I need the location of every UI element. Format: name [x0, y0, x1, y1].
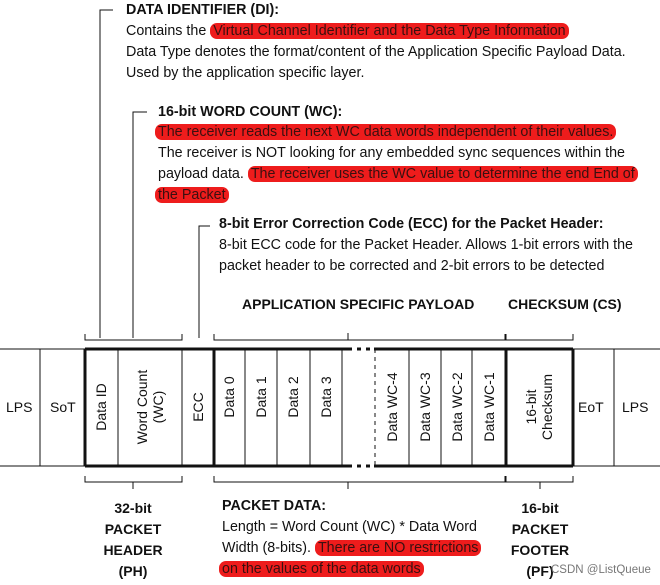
checksum-line1: 16-bit	[523, 389, 539, 425]
packet-header-l4: (PH)	[118, 563, 148, 579]
packet-data-line2-text: Width (8-bits).	[222, 540, 315, 556]
header-bottom-brace	[84, 476, 183, 483]
payload-top-brace	[213, 334, 506, 341]
packet-data-line2: Width (8-bits). There are NO restriction…	[222, 538, 482, 559]
packet-header-l2: PACKET	[104, 521, 162, 537]
data-wc1-field: Data WC-1	[481, 372, 497, 442]
ecc-field: ECC	[190, 392, 206, 422]
wc-highlight-3: the Packet	[155, 187, 229, 203]
packet-data-line1: Length = Word Count (WC) * Data Word	[222, 519, 477, 535]
ecc-heading: 8-bit Error Correction Code (ECC) for th…	[219, 216, 604, 232]
packet-footer-l1: 16-bit	[521, 500, 559, 516]
data2-field: Data 2	[285, 376, 301, 418]
checksum-section-title: CHECKSUM (CS)	[508, 296, 622, 312]
data1-field: Data 1	[253, 376, 269, 418]
data-id-field: Data ID	[93, 383, 109, 431]
data-wc3-field: Data WC-3	[417, 372, 433, 442]
wc-heading: 16-bit WORD COUNT (WC):	[158, 104, 343, 120]
di-line3: Used by the application specific layer.	[126, 65, 365, 81]
packet-footer-label: 16-bit PACKET FOOTER (PF)	[509, 498, 571, 582]
ecc-line1: 8-bit ECC code for the Packet Header. Al…	[219, 237, 634, 253]
data-wc4-field: Data WC-4	[384, 372, 400, 442]
data3-field: Data 3	[318, 376, 334, 418]
footer-bottom-brace	[505, 476, 574, 483]
packet-data-highlight-2: on the values of the data words	[219, 561, 424, 577]
packet-footer-l3: FOOTER	[510, 542, 570, 558]
word-count-line2: (WC)	[150, 390, 166, 424]
wc-line1: The receiver reads the next WC data word…	[155, 122, 617, 143]
di-highlight: Virtual Channel Identifier and the Data …	[210, 23, 569, 39]
packet-footer-l2: PACKET	[511, 521, 569, 537]
di-heading: DATA IDENTIFIER (DI):	[126, 2, 280, 18]
lps-left-label: LPS	[6, 399, 33, 415]
checksum-line2: Checksum	[539, 373, 555, 441]
wc-callout-line	[132, 111, 147, 338]
payload-section-title: APPLICATION SPECIFIC PAYLOAD	[242, 296, 475, 312]
header-top-brace	[84, 334, 183, 341]
lps-right-label: LPS	[622, 399, 649, 415]
watermark: CSDN @ListQueue	[551, 564, 651, 576]
packet-data-highlight-1: There are NO restrictions	[314, 540, 482, 556]
packet-header-label: 32-bit PACKET HEADER (PH)	[103, 498, 163, 582]
word-count-field: Word Count (WC)	[134, 370, 166, 444]
data0-field: Data 0	[221, 376, 237, 418]
checksum-top-brace	[505, 334, 574, 341]
packet-header-l1: 32-bit	[114, 500, 152, 516]
di-callout-line	[99, 9, 113, 338]
packet-data-line3: on the values of the data words	[219, 559, 424, 580]
ecc-callout-line	[198, 225, 210, 338]
ecc-line2: packet header to be corrected and 2-bit …	[219, 258, 605, 274]
wc-line4: the Packet	[155, 185, 229, 206]
di-line1: Contains the Virtual Channel Identifier …	[126, 21, 569, 42]
payload-bottom-brace	[213, 476, 506, 483]
packet-header-l3: HEADER	[103, 542, 163, 558]
eot-label: EoT	[578, 399, 604, 415]
wc-highlight-1: The receiver reads the next WC data word…	[155, 124, 617, 140]
di-line1-text: Contains the	[126, 23, 211, 39]
data-wc2-field: Data WC-2	[449, 372, 465, 442]
wc-line2: The receiver is NOT looking for any embe…	[158, 145, 626, 161]
wc-line3-text: payload data.	[158, 166, 248, 182]
wc-line3: payload data. The receiver uses the WC v…	[158, 164, 638, 185]
sot-label: SoT	[50, 399, 76, 415]
packet-data-heading: PACKET DATA:	[222, 498, 327, 514]
word-count-line1: Word Count	[134, 369, 150, 445]
checksum-field: 16-bit Checksum	[523, 374, 555, 440]
di-line2: Data Type denotes the format/content of …	[126, 44, 626, 60]
packet-footer-l4: (PF)	[526, 563, 554, 579]
wc-highlight-2: The receiver uses the WC value to determ…	[247, 166, 638, 182]
